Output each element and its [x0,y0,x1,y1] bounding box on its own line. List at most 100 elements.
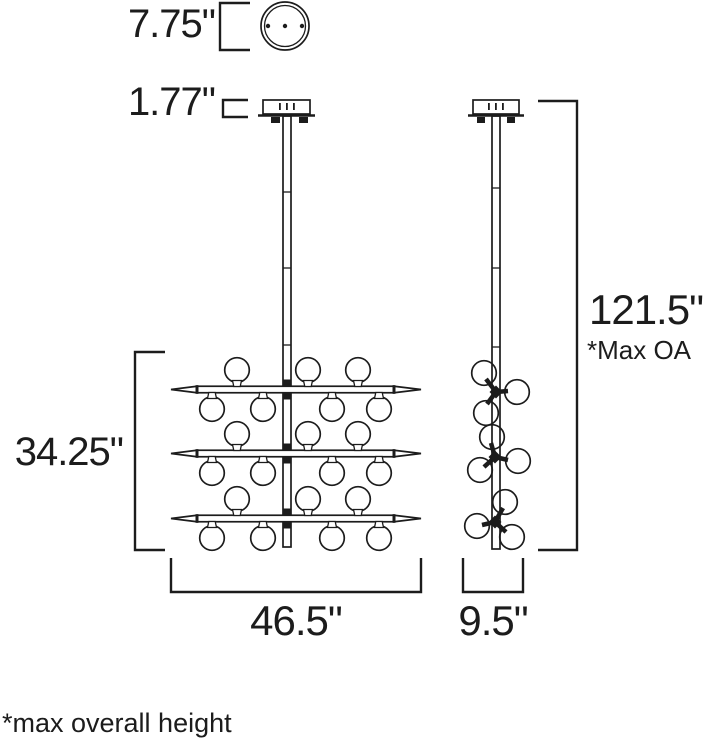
globe-socket [326,391,338,400]
globe-down [249,524,277,552]
canopy-inner-ring [263,4,307,48]
label-body-height: 34.25" [14,430,124,474]
globe-down [318,459,346,487]
canopy-slot [293,103,295,110]
arm-tip-left [170,385,198,394]
arm-tip-right [393,385,422,394]
globe-up [223,420,251,448]
globe-up [344,485,372,513]
label-max-overall-height: 121.5" [588,286,703,333]
globe-side [466,456,494,484]
arm-tip-left [170,514,198,523]
hub-knot [488,450,502,464]
arm-tick [392,385,396,394]
canopy-foot [271,117,280,123]
globe-socket [302,443,314,452]
globe-up [223,485,251,513]
globe-down [318,524,346,552]
globe-down [198,395,226,423]
globe-up [294,420,322,448]
label-max-oa-note: *Max OA [586,335,692,365]
canopy-slot [488,103,490,110]
arm-tip-left [170,449,198,458]
globe-socket [373,520,385,529]
canopy-foot [507,117,515,123]
canopy-slot [279,103,281,110]
arm-bar [196,514,395,523]
bracket-body-height [133,350,165,552]
arm-assembly [170,485,422,552]
canopy-slot [495,103,497,110]
mount-hole [299,23,305,29]
front-arms [170,356,422,552]
globe-up [294,356,322,384]
bracket-max-overall [538,99,579,552]
arm-assembly [170,356,422,423]
globe-socket [257,520,269,529]
hub-knot [488,515,502,529]
globe-socket [326,455,338,464]
front-stem [282,115,292,548]
footnote: *max overall height [2,708,232,738]
bracket-canopy-height [221,98,248,119]
globe-socket [231,508,243,517]
arm-tick [392,449,396,458]
globe-socket [206,520,218,529]
mount-hole [282,23,288,29]
globe-socket [257,391,269,400]
globe-down [365,395,393,423]
globe-side [470,359,498,387]
dimension-brackets [133,99,579,594]
label-canopy-diameter: 7.75" [127,2,216,46]
arm-tick [392,514,396,523]
canopy-outer-ring [260,1,310,51]
canopy-foot [477,117,485,123]
globe-socket [302,379,314,388]
globe-socket [352,508,364,517]
globe-side [504,447,532,475]
globe-socket [352,379,364,388]
bracket-canopy-diameter [218,1,250,52]
globe-socket [231,443,243,452]
globe-socket [326,520,338,529]
globe-up [344,356,372,384]
globe-down [198,459,226,487]
canopy-foot [299,117,308,123]
globe-side [491,488,519,516]
globe-side [498,523,526,551]
arm-tip-right [393,514,422,523]
arm-assembly [170,420,422,487]
globe-down [318,395,346,423]
hub-knot [489,385,503,399]
arm-tick [195,385,199,394]
globe-down [249,395,277,423]
globe-side [503,378,531,406]
globe-socket [373,391,385,400]
arm-tick [195,514,199,523]
arm-tip-right [393,449,422,458]
globe-down [365,524,393,552]
bracket-fixture-width [169,558,423,594]
front-view [170,98,422,552]
globe-side [463,512,491,540]
canopy-top-view [218,1,310,52]
globe-up [344,420,372,448]
globe-socket [257,455,269,464]
globe-socket [206,391,218,400]
mount-hole [265,23,271,29]
bracket-fixture-depth [461,558,525,594]
globe-socket [352,443,364,452]
canopy-side [468,99,524,123]
canopy-front [258,99,315,123]
arm-bar [196,449,395,458]
side-hubs [481,377,509,534]
label-fixture-depth: 9.5" [458,597,528,644]
globe-socket [373,455,385,464]
globe-down [365,459,393,487]
label-canopy-height: 1.77" [127,80,216,124]
globe-socket [302,508,314,517]
globe-up [223,356,251,384]
globe-socket [206,455,218,464]
globe-socket [231,379,243,388]
